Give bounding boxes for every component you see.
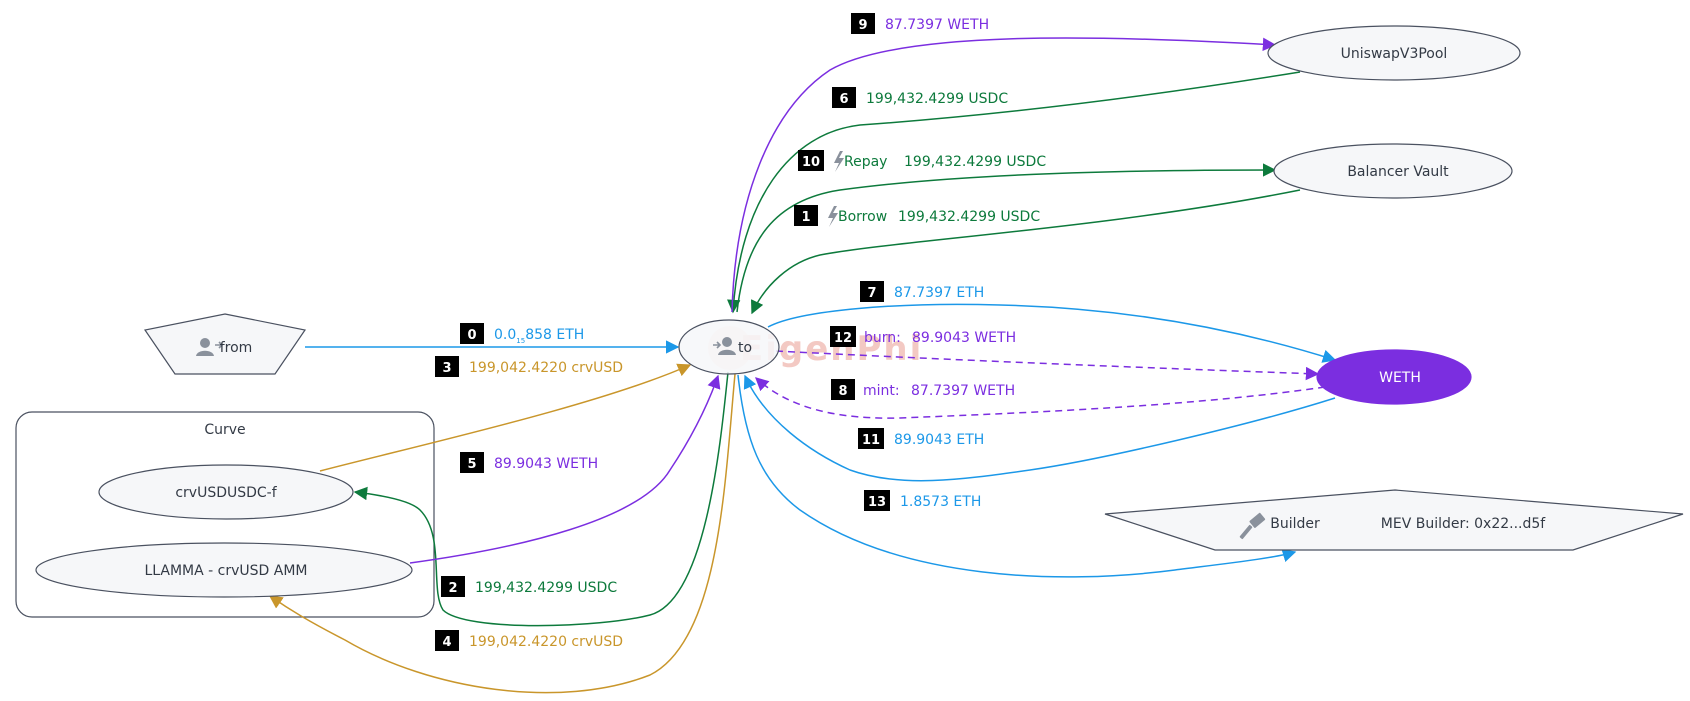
edge-value: 89.9043 WETH bbox=[494, 456, 598, 472]
node-balancer-vault[interactable]: Balancer Vault bbox=[1273, 143, 1513, 199]
curve-cluster: Curve bbox=[15, 411, 435, 618]
edge-9 bbox=[731, 37, 1277, 313]
edge-2 bbox=[353, 371, 729, 627]
edge-value: 87.7397 WETH bbox=[885, 17, 989, 33]
edge-value: 1.8573 ETH bbox=[900, 494, 981, 510]
step-badge bbox=[794, 205, 818, 226]
step-badge-number: 10 bbox=[802, 155, 820, 170]
edge-label-12: 12 burn: 89.9043 WETH bbox=[830, 326, 1016, 347]
edge-label-4: 4 199,042.4220 crvUSD bbox=[435, 630, 623, 651]
node-builder[interactable]: Builder MEV Builder: 0x22...d5f bbox=[1104, 489, 1684, 551]
step-badge bbox=[435, 356, 459, 377]
edge-value: 89.9043 ETH bbox=[894, 432, 984, 448]
edge-tag: Borrow bbox=[838, 209, 887, 225]
step-badge bbox=[831, 379, 855, 400]
node-llamma-label: LLAMMA - crvUSD AMM bbox=[144, 563, 307, 579]
edge-labels: 0 0.015858 ETH 1 Borrow 199,432.4299 USDC 2 19… bbox=[435, 13, 1046, 651]
cluster-label: Curve bbox=[204, 422, 245, 438]
edge-label-1: 1 Borrow 199,432.4299 USDC bbox=[794, 205, 1040, 227]
step-badge-number: 3 bbox=[442, 361, 451, 376]
edge-label-2: 2 199,432.4299 USDC bbox=[441, 576, 617, 597]
edge-10 bbox=[736, 163, 1277, 313]
step-badge-number: 11 bbox=[862, 433, 880, 448]
node-from[interactable]: from bbox=[143, 313, 307, 375]
flash-loan-icon bbox=[834, 151, 844, 172]
step-badge-number: 7 bbox=[867, 286, 876, 301]
step-badge bbox=[832, 87, 856, 108]
node-to[interactable]: to bbox=[678, 319, 780, 375]
step-badge bbox=[441, 576, 465, 597]
step-badge bbox=[851, 13, 875, 34]
node-crvusdusdc-f[interactable]: crvUSDUSDC-f bbox=[98, 464, 354, 520]
step-badge bbox=[860, 281, 884, 302]
node-crvusdusdc-label: crvUSDUSDC-f bbox=[175, 485, 277, 501]
user-in-icon bbox=[713, 337, 736, 355]
edge-value: 199,432.4299 USDC bbox=[904, 154, 1046, 170]
node-llamma[interactable]: LLAMMA - crvUSD AMM bbox=[35, 542, 413, 598]
edge-label-10: 10 Repay 199,432.4299 USDC bbox=[798, 150, 1046, 172]
edge-label-8: 8 mint: 87.7397 WETH bbox=[831, 379, 1015, 400]
edge-12 bbox=[775, 350, 1320, 381]
step-badge-number: 0 bbox=[467, 328, 476, 343]
edge-label-9: 9 87.7397 WETH bbox=[851, 13, 989, 34]
step-badge-number: 13 bbox=[868, 495, 886, 510]
flash-loan-icon bbox=[828, 206, 838, 227]
node-to-label: to bbox=[738, 340, 752, 356]
step-badge bbox=[435, 630, 459, 651]
edge-tag: mint: bbox=[863, 383, 900, 399]
step-badge-number: 8 bbox=[838, 384, 847, 399]
step-badge bbox=[864, 490, 890, 511]
step-badge bbox=[798, 150, 824, 171]
edge-4 bbox=[268, 373, 736, 694]
edge-3 bbox=[319, 363, 692, 472]
edge-label-3: 3 199,042.4220 crvUSD bbox=[435, 356, 623, 377]
node-builder-label: Builder bbox=[1270, 516, 1320, 532]
step-badge bbox=[858, 428, 884, 449]
edge-value: 199,432.4299 USDC bbox=[866, 91, 1008, 107]
edge-1 bbox=[751, 189, 1301, 315]
edge-11 bbox=[743, 374, 1336, 482]
edge-7 bbox=[767, 303, 1337, 363]
edge-label-6: 6 199,432.4299 USDC bbox=[832, 87, 1008, 108]
edge-value: 199,042.4220 crvUSD bbox=[469, 634, 623, 650]
hammer-icon bbox=[1239, 512, 1266, 540]
edge-label-7: 7 87.7397 ETH bbox=[860, 281, 984, 302]
node-uniswap-v3-pool[interactable]: UniswapV3Pool bbox=[1267, 25, 1521, 81]
edge-value: 199,042.4220 crvUSD bbox=[469, 360, 623, 376]
edge-value: 199,432.4299 USDC bbox=[475, 580, 617, 596]
node-weth-label: WETH bbox=[1379, 370, 1421, 386]
edge-value: 87.7397 WETH bbox=[911, 383, 1015, 399]
edge-tag: Repay bbox=[844, 154, 887, 170]
step-badge bbox=[460, 452, 484, 473]
edge-13 bbox=[737, 374, 1297, 578]
edge-label-13: 13 1.8573 ETH bbox=[864, 490, 981, 511]
edge-label-5: 5 89.9043 WETH bbox=[460, 452, 598, 473]
edge-value: 87.7397 ETH bbox=[894, 285, 984, 301]
node-builder-name: MEV Builder: 0x22...d5f bbox=[1381, 516, 1547, 532]
step-badge-number: 12 bbox=[834, 331, 852, 346]
edge-label-0: 0 0.015858 ETH bbox=[460, 323, 584, 345]
step-badge-number: 9 bbox=[858, 18, 867, 33]
step-badge bbox=[460, 323, 484, 344]
node-from-label: from bbox=[220, 340, 253, 356]
user-out-icon bbox=[196, 338, 224, 356]
node-uniswap-label: UniswapV3Pool bbox=[1341, 46, 1448, 62]
step-badge-number: 4 bbox=[442, 635, 451, 650]
node-balancer-label: Balancer Vault bbox=[1347, 164, 1449, 180]
step-badge-number: 6 bbox=[839, 92, 848, 107]
edge-value: 0.015858 ETH bbox=[494, 327, 584, 345]
edge-value: 199,432.4299 USDC bbox=[898, 209, 1040, 225]
step-badge-number: 5 bbox=[467, 457, 476, 472]
step-badge-number: 2 bbox=[448, 581, 457, 596]
edge-label-11: 11 89.9043 ETH bbox=[858, 428, 984, 449]
edge-value: 89.9043 WETH bbox=[912, 330, 1016, 346]
step-badge-number: 1 bbox=[801, 210, 810, 225]
step-badge bbox=[830, 326, 856, 347]
edge-6 bbox=[727, 71, 1301, 314]
edge-5 bbox=[409, 374, 721, 564]
edge-tag: burn: bbox=[864, 330, 901, 346]
node-weth[interactable]: WETH bbox=[1316, 349, 1472, 405]
edge-8 bbox=[755, 377, 1326, 419]
